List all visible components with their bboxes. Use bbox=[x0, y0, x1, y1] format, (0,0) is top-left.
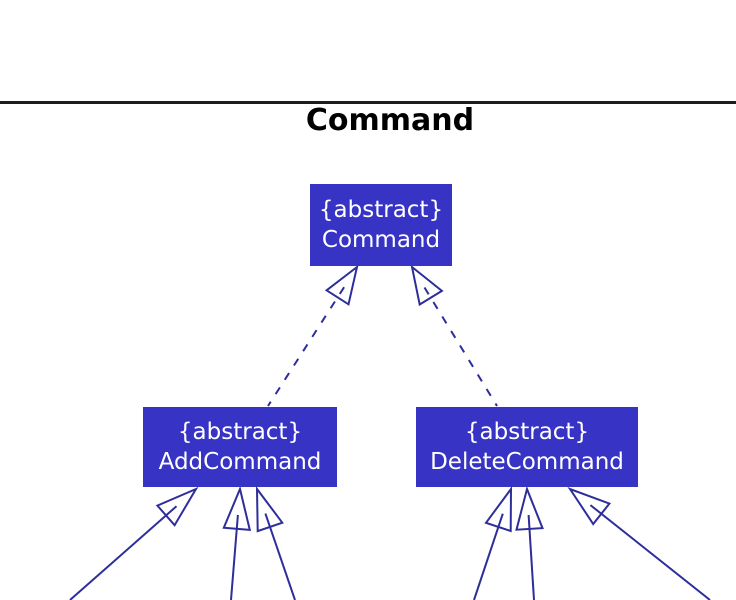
class-node-deletecommand: {abstract} DeleteCommand bbox=[416, 407, 638, 487]
class-name-label: DeleteCommand bbox=[430, 449, 624, 475]
hollow-triangle-arrowhead bbox=[324, 264, 359, 306]
class-name-label: Command bbox=[321, 227, 441, 253]
inheritance-arrow-into-addcommand-1 bbox=[69, 486, 199, 600]
hollow-triangle-arrowhead bbox=[567, 486, 612, 526]
inheritance-arrow-into-deletecommand-2 bbox=[515, 485, 544, 600]
stereotype-label: {abstract} bbox=[464, 419, 590, 445]
stereotype-label: {abstract} bbox=[318, 197, 444, 223]
inheritance-arrow-deletecommand-to-command bbox=[410, 264, 498, 407]
inheritance-arrow-into-addcommand-3 bbox=[255, 485, 296, 600]
class-name-label: AddCommand bbox=[158, 449, 322, 475]
stereotype-label: {abstract} bbox=[177, 419, 303, 445]
hollow-triangle-arrowhead bbox=[410, 264, 444, 307]
inheritance-arrow-into-deletecommand-1 bbox=[473, 485, 513, 600]
inheritance-arrow-addcommand-to-command bbox=[267, 264, 359, 407]
inheritance-arrow-into-addcommand-2 bbox=[222, 485, 252, 600]
title-rule bbox=[0, 101, 736, 104]
class-node-addcommand: {abstract} AddCommand bbox=[143, 407, 337, 487]
class-node-command: {abstract} Command bbox=[310, 184, 452, 266]
inheritance-arrow-into-deletecommand-3 bbox=[567, 486, 711, 600]
diagram-title: Command bbox=[305, 103, 475, 138]
